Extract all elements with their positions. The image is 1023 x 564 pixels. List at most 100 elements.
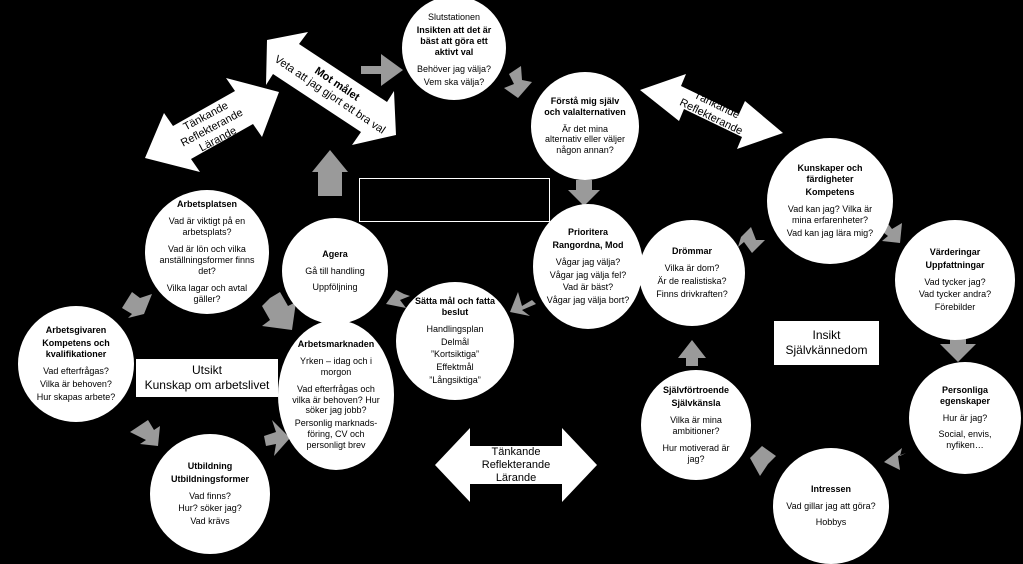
sjalvfortroende-title: Självförtroende [662,385,729,396]
agera-item-1: Gå till handling [305,265,365,276]
node-forsta: Förstå mig själv och valalternativen Är … [531,72,639,180]
node-arbetsgivaren: Arbetsgivaren Kompetens och kvalifikatio… [18,306,134,422]
double-arrow-bottom-line-3: Lärande [496,472,536,484]
double-arrow-bottom [435,428,597,502]
flow-arrow-4 [738,227,765,253]
sjalvfortroende-question-1: Vilka är mina ambitioner? [670,415,722,436]
agera-title: Agera [322,248,348,259]
node-prioritera: Prioritera Rangordna, Mod Vågar jag välj… [533,204,643,329]
node-satta: Sätta mål och fatta beslut Handlingsplan… [396,282,514,400]
node-intressen: Intressen Vad gillar jag att göra? Hobby… [773,448,889,564]
flow-arrow-2 [504,66,532,98]
utsikt-title: Utsikt [192,363,222,377]
flow-arrow-16 [264,420,290,456]
arbetsplatsen-question-1: Vad är viktigt på en arbetsplats? [168,216,246,238]
flow-arrow-11 [386,290,410,308]
flow-arrow-7 [884,448,906,470]
utbildning-subtitle: Utbildningsformer [171,473,249,484]
forsta-question: Är det mina alternativ eller väljer någo… [544,123,626,156]
agera-item-2: Uppföljning [312,282,358,293]
arbetsgivaren-question-2: Vilka är behoven? [40,378,112,389]
node-drommar: Drömmar Vilka är dom? Är de realistiska?… [639,220,745,326]
intressen-question: Vad gillar jag att göra? [786,500,876,511]
prioritera-title: Prioritera [567,226,609,237]
arbetsmarknaden-item-2: Vad efterfrågas och vilka är behoven? Hu… [292,383,380,416]
kunskaper-subtitle: Kompetens [805,187,855,198]
flow-arrow-13 [262,292,296,330]
kunskaper-question-1: Vad kan jag? Vilka är mina erfarenheter? [787,204,873,225]
slutstationen-question-2: Vem ska välja? [423,76,485,87]
prioritera-question-4: Vågar jag välja bort? [546,295,630,306]
node-agera: Agera Gå till handling Uppföljning [282,218,388,324]
flow-arrow-10 [510,292,536,316]
insikt-subtitle: Självkännedom [785,343,868,357]
intressen-item: Hobbys [815,517,847,528]
flow-arrow-1 [361,54,403,86]
flow-arrow-15 [130,420,160,446]
double-arrow-left [145,78,279,172]
double-arrow-right [640,74,783,149]
drommar-question-1: Vilka är dom? [664,263,720,274]
utbildning-title: Utbildning [187,460,233,471]
flow-arrow-8 [750,446,776,476]
varderingar-question-2: Vad tycker andra? [918,289,992,300]
utbildning-question-3: Vad krävs [190,516,230,527]
personliga-title: Personliga egenskaper [939,384,991,406]
arbetsplatsen-question-3: Vilka lagar och avtal gäller? [166,282,248,304]
satta-title: Sätta mål och fatta beslut [414,295,496,317]
flow-arrow-12 [312,150,348,196]
drommar-title: Drömmar [671,246,712,257]
arbetsgivaren-subtitle: Kompetens och kvalifikationer [42,338,110,360]
kunskaper-question-2: Vad kan jag lära mig? [786,227,874,238]
satta-item-5: ”Långsiktiga” [429,375,481,386]
varderingar-title: Värderingar [929,246,981,257]
double-arrow-bottom-line-1: Tänkande [492,446,541,458]
kunskaper-title: Kunskaper och färdigheter [797,163,863,185]
prioritera-question-2: Vågar jag välja fel? [549,269,627,280]
prioritera-subtitle: Rangordna, Mod [552,239,624,250]
drommar-question-2: Är de realistiska? [657,276,727,286]
flow-arrow-14 [122,292,152,318]
flow-arrow-6 [940,332,976,362]
personliga-question: Hur är jag? [942,412,988,423]
utbildning-question-1: Vad finns? [189,490,231,501]
forsta-title: Förstå mig själv och valalternativen [544,95,626,117]
arbetsmarknaden-item-1: Yrken – idag och i morgon [299,355,373,377]
prioritera-question-1: Vågar jag välja? [555,256,621,267]
flow-arrow-3 [568,180,600,206]
double-arrow-bottom-line-2: Reflekterande [482,459,551,471]
satta-item-3: ”Kortsiktiga” [430,349,479,360]
arbetsmarknaden-title: Arbetsmarknaden [297,338,375,349]
node-varderingar: Värderingar Uppfattningar Vad tycker jag… [895,220,1015,340]
varderingar-item: Förebilder [934,302,976,313]
intressen-title: Intressen [810,483,852,494]
arbetsgivaren-title: Arbetsgivaren [45,325,107,336]
sjalvfortroende-question-2: Hur motiverad är jag? [662,442,730,464]
slutstationen-question-1: Behöver jag välja? [416,63,492,74]
arbetsgivaren-question-1: Vad efterfrågas? [43,366,109,376]
flow-arrow-9 [678,340,706,366]
arbetsplatsen-question-2: Vad är lön och vilka anställningsformer … [159,244,255,276]
arbetsmarknaden-item-3: Personlig marknads-föring, CV och person… [294,418,378,451]
satta-item-4: Effektmål [436,362,474,373]
node-slutstationen: Slutstationen Insikten att det är bäst a… [402,0,506,100]
satta-item-2: Delmål [440,336,469,347]
varderingar-question-1: Vad tycker jag? [924,276,986,287]
satta-item-1: Handlingsplan [426,323,484,334]
node-personliga: Personliga egenskaper Hur är jag? Social… [909,362,1021,474]
node-kunskaper: Kunskaper och färdigheter Kompetens Vad … [767,138,893,264]
node-arbetsplatsen: Arbetsplatsen Vad är viktigt på en arbet… [145,190,269,314]
double-arrow-bottom-label: Tänkande Reflekterande Lärande [482,446,551,484]
node-arbetsmarknaden: Arbetsmarknaden Yrken – idag och i morgo… [278,320,394,470]
drommar-question-3: Finns drivkraften? [656,288,728,299]
utsikt-subtitle: Kunskap om arbetslivet [144,378,270,392]
node-utbildning: Utbildning Utbildningsformer Vad finns? … [150,434,270,554]
slutstationen-insight: Insikten att det är bäst att göra ett ak… [416,25,492,57]
sjalvfortroende-subtitle: Självkänsla [671,398,721,409]
varderingar-subtitle: Uppfattningar [925,259,985,270]
double-arrow-mot [266,32,396,145]
insikt-title: Insikt [812,328,841,342]
node-sjalvfortroende: Självförtroende Självkänsla Vilka är min… [641,370,751,480]
